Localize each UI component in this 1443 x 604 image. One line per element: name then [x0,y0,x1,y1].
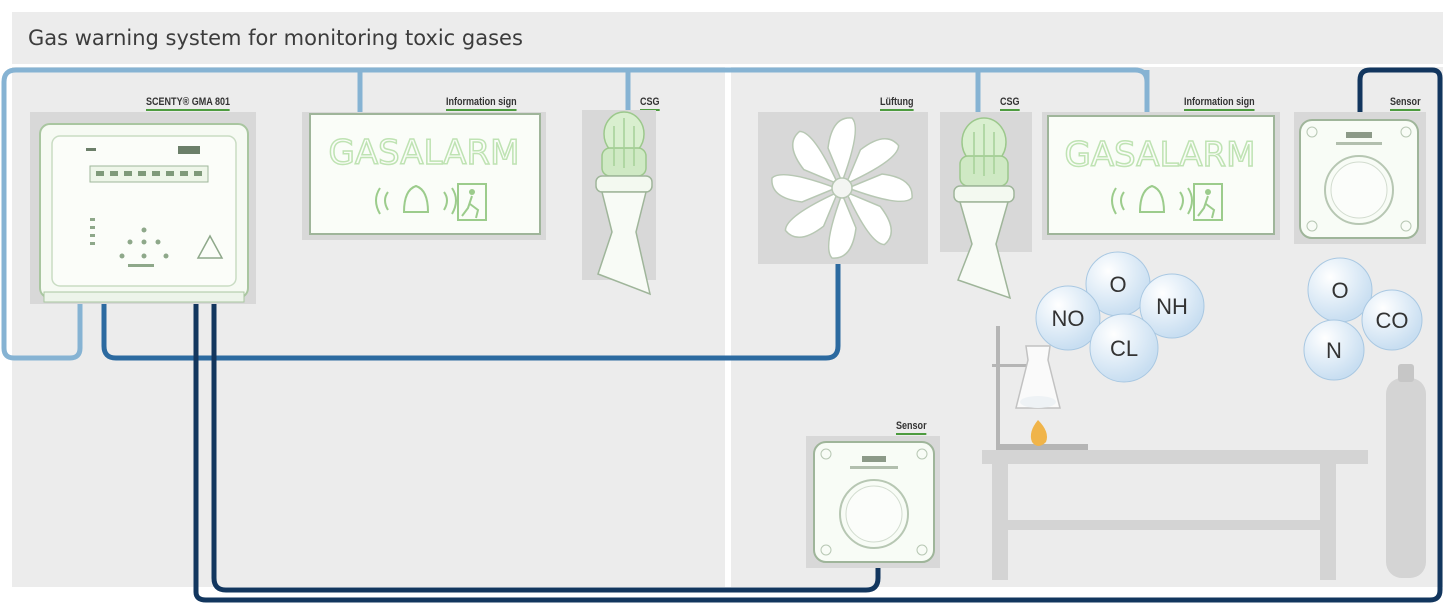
lab-scene [982,326,1368,580]
ventilation-label: Lüftung [880,96,914,111]
wire-light-bus [1,67,1150,361]
gas-bubbles-lab: O NO NH CL [1035,251,1205,383]
gas-bubble-co [1361,289,1423,351]
sensor-top-label: Sensor [1390,96,1421,111]
gas-bubble-no [1035,285,1101,351]
sensor-bottom [813,441,935,563]
sign-text-right: GASALARM [1064,135,1255,175]
info-sign-right-label: Information sign [1184,96,1255,111]
controller-device [39,123,249,303]
csg-right [953,117,1015,300]
wire-dark-sensor-top [193,67,1443,603]
gas-bubbles-cylinder: O CO N [1303,257,1423,381]
svg-text:O: O [1331,278,1348,303]
title-bar: Gas warning system for monitoring toxic … [12,12,1443,64]
svg-text:NH: NH [1156,294,1188,319]
svg-text:CO: CO [1376,308,1409,333]
gas-bubble-cl [1089,313,1159,383]
svg-text:N: N [1326,338,1342,363]
sensor-top [1299,119,1419,239]
info-sign-right: GASALARM [1047,115,1275,235]
sensor-bottom-label: Sensor [896,420,927,435]
svg-text:NO: NO [1052,306,1085,331]
wire-mid-fan [101,262,841,361]
controller-label: SCENTY® GMA 801 [146,96,231,111]
sign-text-left: GASALARM [328,133,519,173]
info-sign-left: GASALARM [309,113,541,235]
ventilation-fan [771,117,913,259]
wire-dark-sensor-bottom [211,302,881,593]
gas-bubble-n2 [1303,319,1365,381]
csg-right-label: CSG [1000,96,1020,111]
info-sign-left-label: Information sign [446,96,517,111]
gas-bubble-nh [1139,273,1205,339]
gas-cylinder [1386,364,1426,578]
svg-text:O: O [1109,272,1126,297]
csg-left [595,111,653,296]
page-title: Gas warning system for monitoring toxic … [28,26,523,50]
svg-text:CL: CL [1110,336,1138,361]
